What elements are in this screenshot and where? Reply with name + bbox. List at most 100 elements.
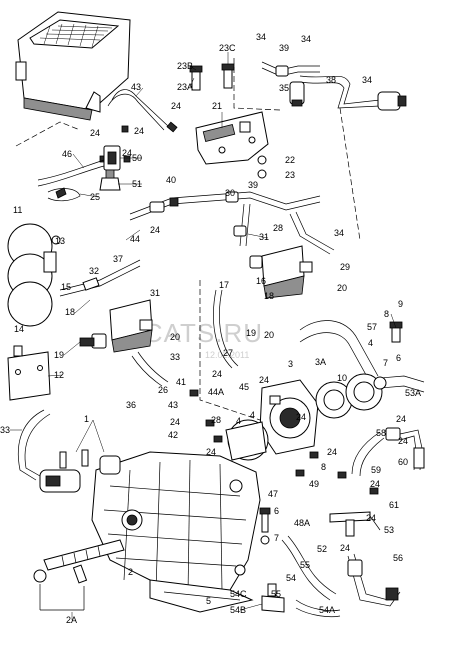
callout: 27 xyxy=(223,348,233,358)
callout: 24 xyxy=(259,375,269,385)
callout: 44 xyxy=(130,234,140,244)
callout: 53A xyxy=(405,388,421,398)
callout: 61 xyxy=(389,500,399,510)
callout: 23 xyxy=(285,170,295,180)
callout: 38 xyxy=(326,75,336,85)
callout: 40 xyxy=(166,175,176,185)
callout: 30 xyxy=(225,188,235,198)
callout: 4 xyxy=(236,416,241,426)
callout: 24 xyxy=(370,479,380,489)
callout: 23B xyxy=(177,61,193,71)
bracket-plate xyxy=(189,63,269,179)
callout: 19 xyxy=(246,328,256,338)
callout: 39 xyxy=(248,180,258,190)
callout: 20 xyxy=(170,332,180,342)
callout: 55 xyxy=(271,589,281,599)
callout: 5 xyxy=(206,596,211,606)
callout: 15 xyxy=(61,282,71,292)
callout: 56 xyxy=(393,553,403,563)
callout: 33 xyxy=(0,425,10,435)
callout: 28 xyxy=(273,223,283,233)
callout: 19 xyxy=(54,350,64,360)
throttle-body xyxy=(259,379,319,455)
callout: 8 xyxy=(321,462,326,472)
callout: 2 xyxy=(128,567,133,577)
callout: 43 xyxy=(131,82,141,92)
callout: 3A xyxy=(315,357,326,367)
callout: 44A xyxy=(208,387,224,397)
callout: 11 xyxy=(13,205,22,215)
callout: 24 xyxy=(398,436,408,446)
callout: 24 xyxy=(327,447,337,457)
callout: 36 xyxy=(126,400,136,410)
callout: 60 xyxy=(398,457,408,467)
callout: 24 xyxy=(206,447,216,457)
callout: 24 xyxy=(340,543,350,553)
callout: 45 xyxy=(239,382,249,392)
callout: 54 xyxy=(286,573,296,583)
callout: 34 xyxy=(362,75,372,85)
callout: 23C xyxy=(219,43,236,53)
solenoid-valve-block-left xyxy=(79,299,153,353)
callout: 10 xyxy=(337,373,347,383)
solenoid-valve-block-right xyxy=(249,245,313,299)
callout: 59 xyxy=(371,465,381,475)
callout: 28 xyxy=(211,415,221,425)
callout: 42 xyxy=(168,430,178,440)
parts-drawing xyxy=(7,11,425,618)
callout: 41 xyxy=(176,377,186,387)
callout: 25 xyxy=(90,192,100,202)
callout: 20 xyxy=(264,330,274,340)
callout: 7 xyxy=(274,533,279,543)
callout: 43 xyxy=(168,400,178,410)
callout: 2A xyxy=(66,615,77,625)
check-valve-small xyxy=(289,81,305,107)
callout: 32 xyxy=(89,266,99,276)
callout: 58 xyxy=(376,428,386,438)
callout: 6 xyxy=(396,353,401,363)
callout: 24 xyxy=(150,225,160,235)
throttle-flange xyxy=(225,419,269,461)
leader-lines xyxy=(10,52,397,620)
intake-valve-assembly xyxy=(39,449,121,493)
charcoal-canister xyxy=(15,11,131,121)
callout: 26 xyxy=(158,385,168,395)
callout: 46 xyxy=(62,149,72,159)
callout: 3 xyxy=(288,359,293,369)
callout: 24 xyxy=(171,101,181,111)
callout: 24 xyxy=(90,128,100,138)
callout: 17 xyxy=(219,280,229,290)
callout: 16 xyxy=(256,276,266,286)
callout: 24 xyxy=(396,414,406,424)
solenoid-valve xyxy=(99,145,121,191)
callout: 35 xyxy=(279,83,289,93)
callout: 54B xyxy=(230,605,246,615)
callout: 48A xyxy=(294,518,310,528)
callout: 22 xyxy=(285,155,295,165)
check-valve-right xyxy=(377,91,407,111)
callout: 24 xyxy=(170,417,180,427)
watermark-code: 12.02.2011 xyxy=(205,350,249,360)
mounting-bracket-left xyxy=(7,345,51,401)
callout: 24 xyxy=(296,412,306,422)
callout: 20 xyxy=(337,283,347,293)
callout: 24 xyxy=(122,148,132,158)
camshaft-rod xyxy=(33,539,125,584)
callout: 52 xyxy=(317,544,327,554)
callout: 39 xyxy=(279,43,289,53)
vacuum-reservoir-stack xyxy=(7,223,61,327)
callout: 23A xyxy=(177,82,193,92)
callout: 37 xyxy=(113,254,123,264)
callout: 24 xyxy=(366,513,376,523)
callout: 6 xyxy=(274,506,279,516)
callout: 7 xyxy=(383,358,388,368)
intake-manifold xyxy=(91,451,261,595)
callout: 21 xyxy=(212,101,222,111)
callout: 29 xyxy=(340,262,350,272)
callout: 4 xyxy=(368,338,373,348)
callout: 34 xyxy=(334,228,344,238)
callout: 18 xyxy=(264,291,274,301)
callout: 18 xyxy=(65,307,75,317)
callout: 24 xyxy=(134,126,144,136)
